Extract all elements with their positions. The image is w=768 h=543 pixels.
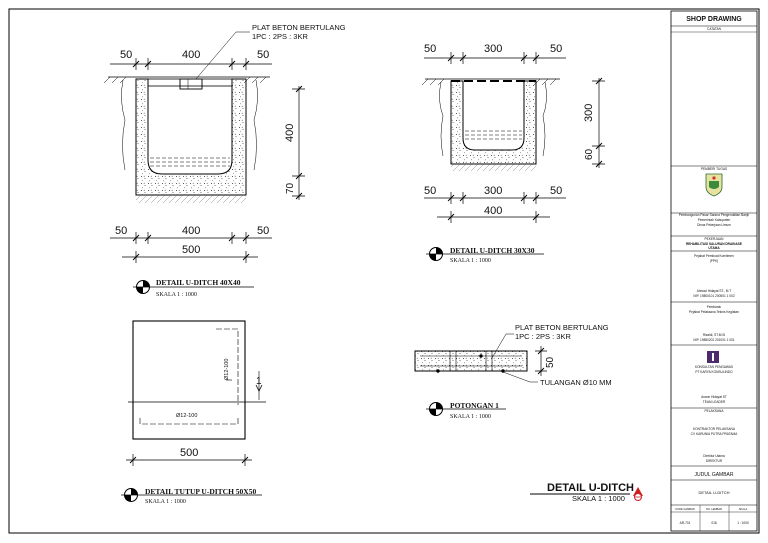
potongan-scale: SKALA 1 : 1000 xyxy=(450,414,491,420)
pptk-name: Rizaldi, ST.M.Si xyxy=(703,333,726,337)
d30-dim-bottom-right: 50 xyxy=(550,185,562,197)
d40-dim-bottom-mid: 400 xyxy=(182,225,200,237)
ppk-nip: NIP. 19800101 200501 1 002 xyxy=(693,294,734,298)
code-value: AR-701 xyxy=(680,521,691,525)
sheet-border xyxy=(8,8,760,534)
ppk-sub: (PPK) xyxy=(710,259,719,263)
drawing-title-value: DETAIL U-DITCH xyxy=(698,490,729,495)
d40-plat-spec: 1PC : 2PS : 3KR xyxy=(252,32,308,41)
contractor-label: PELAKSANA xyxy=(705,409,725,413)
pptk-label: Pembantu xyxy=(707,305,722,309)
consultant-logo-icon xyxy=(707,351,719,363)
main-title-symbol-icon xyxy=(633,487,643,501)
d30-dim-top-left: 50 xyxy=(424,43,436,55)
d30-dim-base: 60 xyxy=(584,148,595,160)
d40-dim-top-left: 50 xyxy=(120,49,132,61)
d40-title-symbol-icon xyxy=(133,280,254,294)
d40-title: DETAIL U-DITCH 40X40 xyxy=(156,278,241,287)
d40-dim-bottom-left: 50 xyxy=(115,225,127,237)
potongan-title: POTONGAN 1 xyxy=(450,401,499,410)
scale-value: 1 : 1000 xyxy=(737,521,749,525)
contractor-role: DIREKTUR xyxy=(706,459,723,463)
cover-rebar-vertical: Ø12-100 xyxy=(224,359,230,380)
d30-title-symbol-icon xyxy=(426,247,544,261)
main-title-block xyxy=(530,487,643,501)
d40-dim-height: 400 xyxy=(284,124,296,142)
d40-dim-base: 70 xyxy=(285,182,296,194)
d30-scale: SKALA 1 : 1000 xyxy=(450,258,491,264)
no-value: 018 xyxy=(711,521,717,525)
main-title: DETAIL U-DITCH xyxy=(547,482,634,494)
d40-dim-top-mid: 400 xyxy=(182,49,200,61)
consultant-label: KONSULTAN PENGAWAS xyxy=(695,365,733,369)
main-scale: SKALA 1 : 1000 xyxy=(572,494,625,503)
d30-dim-top-mid: 300 xyxy=(484,43,502,55)
d40-plat-label: PLAT BETON BERTULANG xyxy=(252,23,346,32)
potongan-title-symbol-icon xyxy=(426,402,506,416)
contractor-line-1: KONTRAKTOR PELAKSANA xyxy=(693,427,736,431)
pot-tulangan-label: TULANGAN Ø10 MM xyxy=(540,378,612,387)
work-label: PEKERJAAN xyxy=(705,237,725,241)
d30-dim-bottom-left: 50 xyxy=(424,185,436,197)
contractor-line-2: CV KARUNIA PUTRA PRATAMA xyxy=(691,432,739,436)
consultant-role: TEAM LEADER xyxy=(703,400,726,404)
d30-title: DETAIL U-DITCH 30X30 xyxy=(450,246,535,255)
detail-u-ditch-30 xyxy=(421,52,605,223)
consultant-person: Anwar Hidayat ST xyxy=(701,395,727,399)
agency-line-2: Pemerintah Kabupaten xyxy=(698,218,731,222)
d30-dim-top-right: 50 xyxy=(550,43,562,55)
pot-plat-spec: 1PC : 2PS : 3KR xyxy=(515,332,571,341)
cover-section-marker: 1 xyxy=(256,376,262,387)
pptk-nip: NIP. 19850202 201001 1 001 xyxy=(693,338,734,342)
cover-scale: SKALA 1 : 1000 xyxy=(145,499,186,505)
detail-potongan-1 xyxy=(414,333,547,383)
shop-drawing-header: SHOP DRAWING xyxy=(686,16,742,23)
contractor-person: Direktur Utama xyxy=(703,454,725,458)
work-name-1: REHABILITASI SALURAN DRAINASE xyxy=(686,242,742,246)
detail-cover-50 xyxy=(126,320,266,466)
agency-emblem-icon xyxy=(705,173,723,197)
d40-dim-total: 500 xyxy=(182,244,200,256)
d30-dim-height: 300 xyxy=(583,104,595,122)
col-scale: SKALA xyxy=(739,507,748,511)
notes-label: CATATAN xyxy=(707,27,722,31)
ppk-name: Ahmad Hidayat ST., M.T xyxy=(697,289,732,293)
pptk-sub: Pejabat Pelaksana Teknis Kegiatan xyxy=(689,310,739,314)
ppk-label: Pejabat Pembuat Komitmen xyxy=(694,254,734,258)
d40-dim-top-right: 50 xyxy=(257,49,269,61)
d40-scale: SKALA 1 : 1000 xyxy=(156,292,197,298)
title-block: SHOP DRAWING CATATAN PEMBERI TUGAS Pemba… xyxy=(670,10,758,532)
col-code: KODE GAMBAR xyxy=(675,507,694,511)
cover-dim-width: 500 xyxy=(180,447,198,459)
pot-plat-label: PLAT BETON BERTULANG xyxy=(515,323,609,332)
d30-dim-bottom-mid: 300 xyxy=(484,185,502,197)
col-no: NO. LEMBAR xyxy=(706,507,722,511)
agency-line-1: Pembangunan Pasar Sarana Pengendalian Ba… xyxy=(679,213,750,217)
d40-dim-bottom-right: 50 xyxy=(257,225,269,237)
pot-dim-height: 50 xyxy=(545,356,556,368)
cover-rebar-horizontal: Ø12-100 xyxy=(176,413,197,419)
consultant-name: PT KARYA KONSULINDO xyxy=(695,370,733,374)
drawing-title-label: JUDUL GAMBAR xyxy=(695,472,734,478)
agency-line-3: Dinas Pekerjaan Umum xyxy=(697,223,731,227)
work-name-2: UTAMA xyxy=(708,246,720,250)
cover-title-symbol-icon xyxy=(121,488,262,502)
d30-dim-total: 400 xyxy=(484,205,502,217)
detail-u-ditch-40 xyxy=(103,31,305,263)
cover-title: DETAIL TUTUP U-DITCH 50X50 xyxy=(145,487,256,496)
owner-label: PEMBERI TUGAS xyxy=(701,167,727,171)
